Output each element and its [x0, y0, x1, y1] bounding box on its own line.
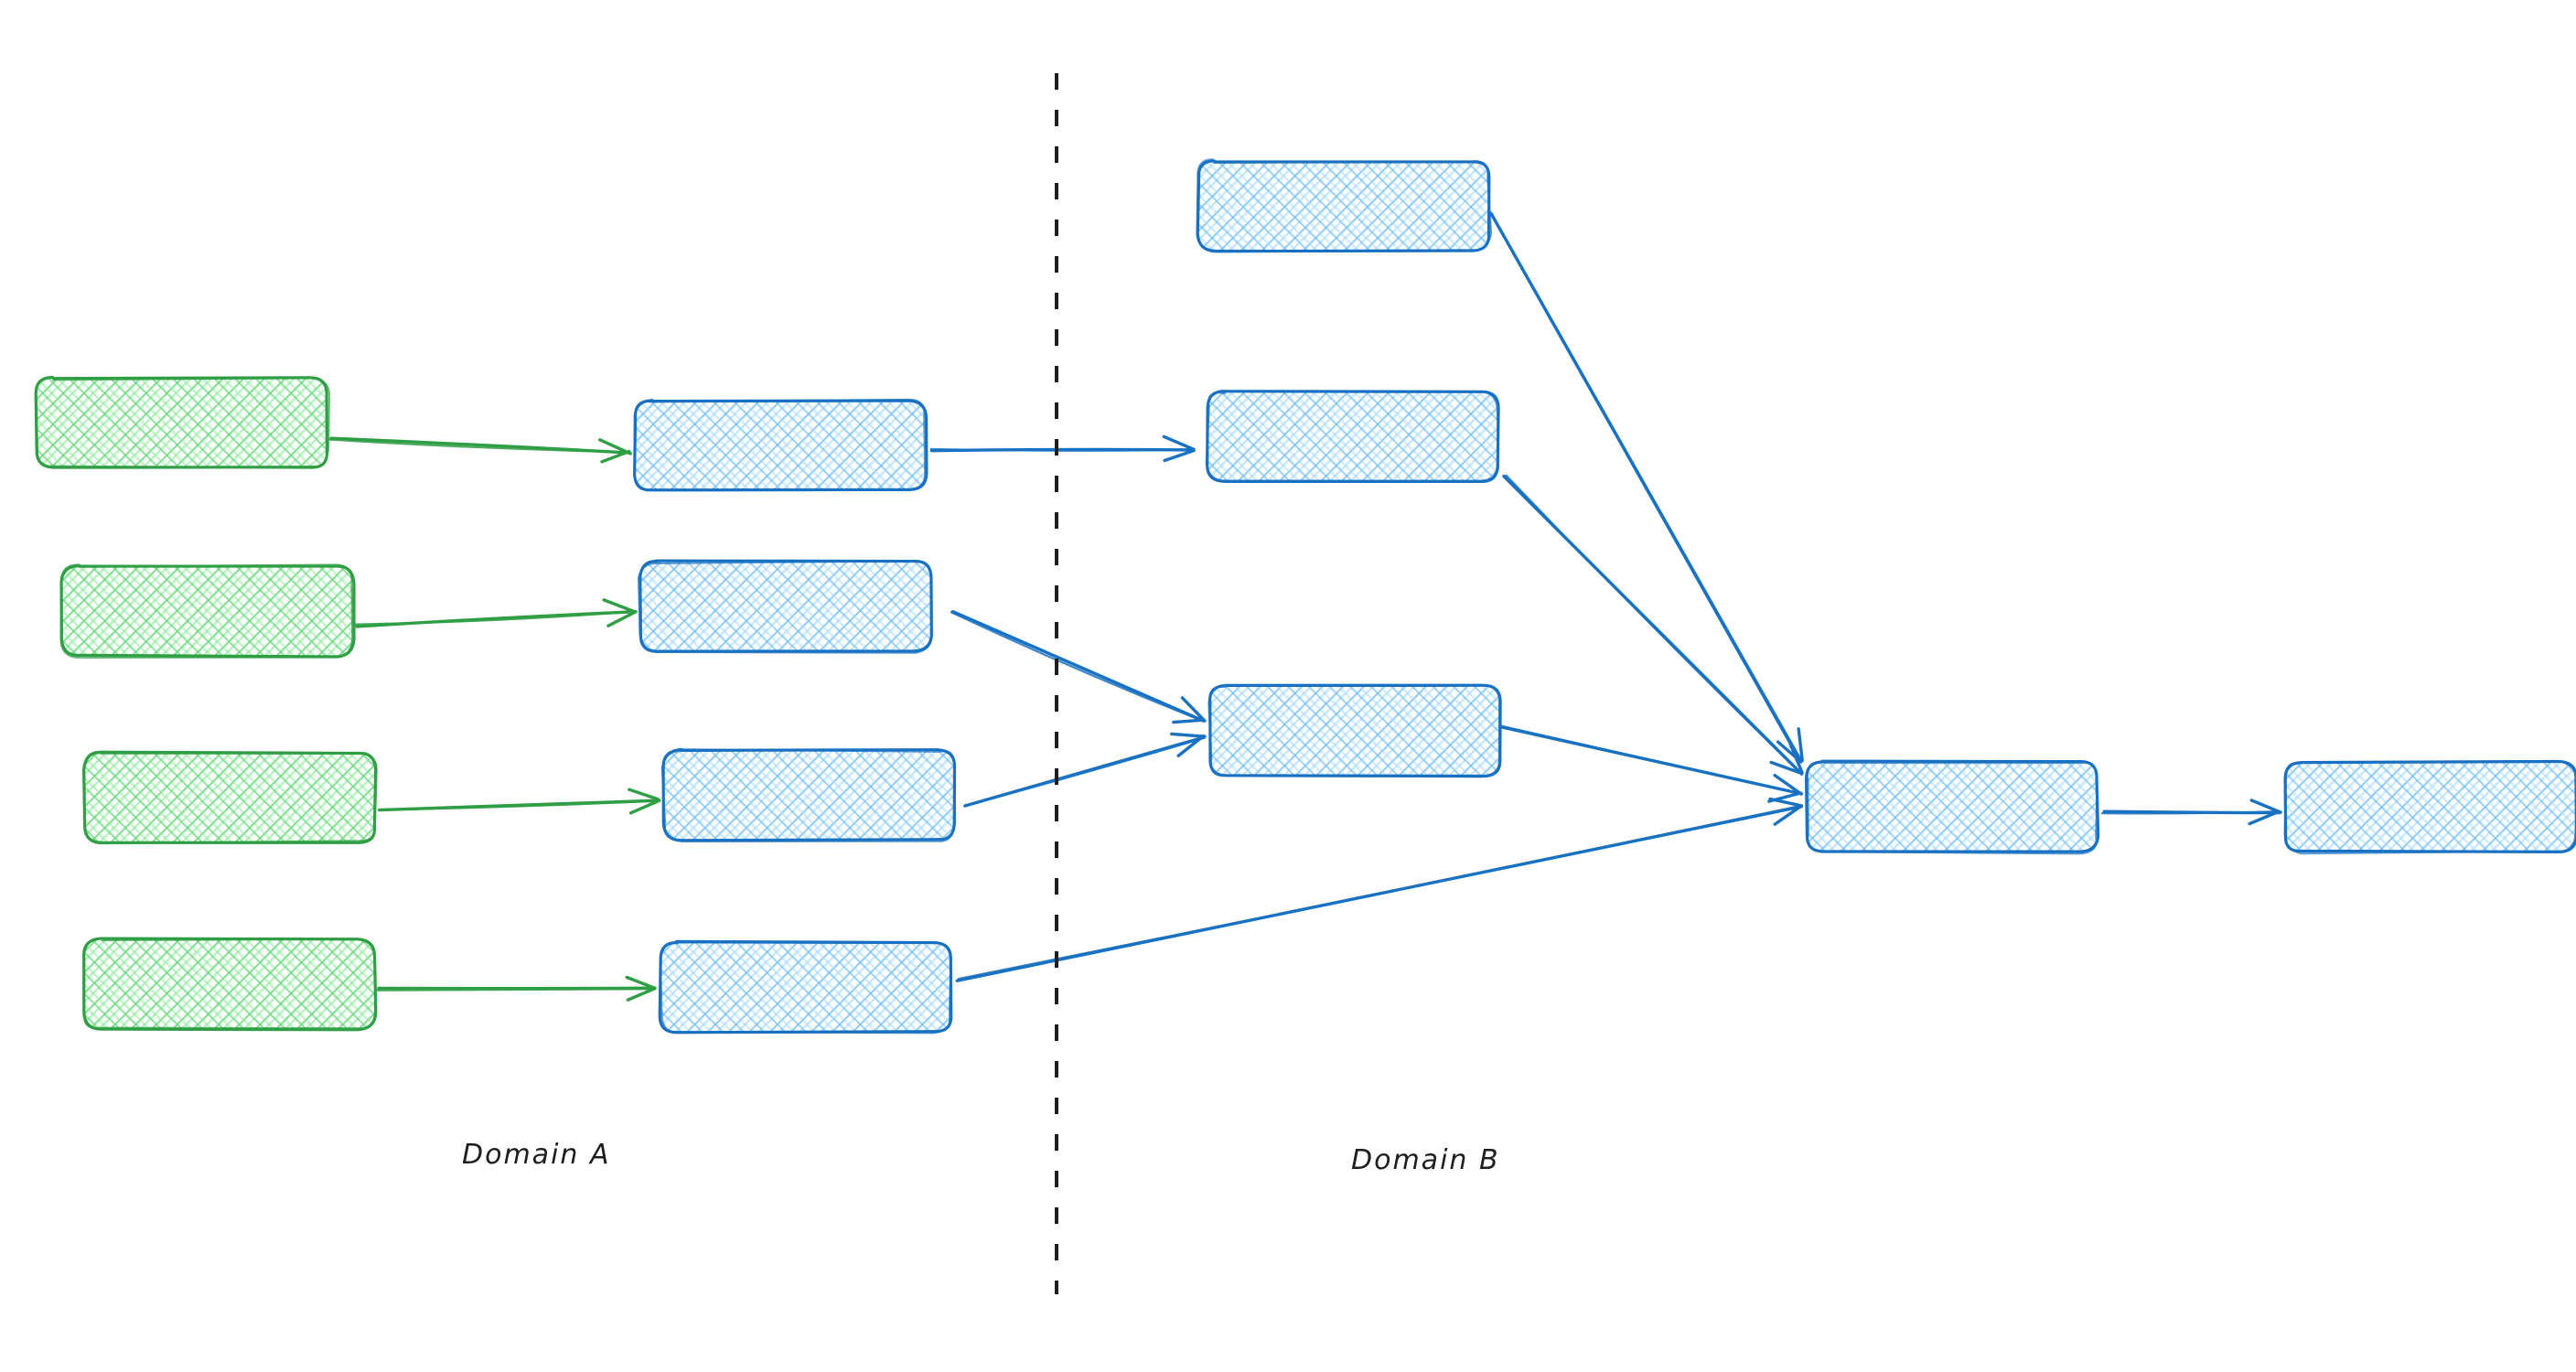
node-outline	[82, 938, 376, 1030]
edge-a1-to-b1	[327, 436, 632, 464]
arrow-head	[1769, 760, 1803, 776]
edge-line	[963, 736, 1206, 808]
node-c2[interactable]	[1205, 390, 1500, 484]
node-outline	[637, 560, 933, 654]
edge-line	[957, 804, 1803, 981]
node-fill-cross	[639, 561, 931, 651]
edge-d1-to-e1	[2100, 799, 2282, 826]
edge-line	[378, 799, 660, 811]
arrow-head	[1788, 742, 1804, 775]
edge-b2-to-c3	[950, 609, 1207, 724]
node-d1[interactable]	[1804, 759, 2100, 855]
edge-line	[950, 609, 1205, 723]
node-fill-cross	[2285, 761, 2576, 852]
arrow-head	[628, 788, 660, 801]
node-fill-cross	[83, 752, 376, 843]
node-e1[interactable]	[2283, 759, 2576, 855]
edge-c3-to-d1	[1495, 724, 1804, 803]
edge-b4-to-d1	[955, 797, 1804, 982]
arrow-head	[1162, 434, 1196, 452]
node-outline	[35, 376, 331, 469]
node-outline	[2283, 760, 2576, 855]
arrow-head	[625, 975, 656, 990]
edge-c1-to-d1	[1489, 211, 1804, 764]
node-outline	[81, 750, 378, 845]
edges-layer	[327, 211, 2282, 1002]
arrow-head	[1767, 791, 1803, 803]
edge-line	[1495, 724, 1802, 796]
node-a2[interactable]	[59, 563, 356, 659]
node-fill-cross	[660, 941, 952, 1033]
arrow-head	[1180, 696, 1207, 723]
edge-c2-to-d1	[1502, 474, 1804, 776]
edge-line	[327, 438, 630, 454]
node-c3[interactable]	[1208, 683, 1502, 778]
edge-a2-to-b2	[354, 598, 638, 628]
arrow-head	[602, 598, 636, 614]
arrow-head	[600, 449, 631, 464]
arrow-head	[606, 610, 638, 627]
arrow-head	[2249, 799, 2282, 814]
node-outline	[59, 563, 354, 659]
edge-a3-to-b3	[377, 788, 661, 815]
node-a1[interactable]	[34, 376, 331, 469]
edge-line	[929, 447, 1195, 452]
node-fill-cross	[1208, 391, 1499, 482]
node-outline	[659, 941, 952, 1034]
arrow-head	[1773, 773, 1803, 796]
edge-line	[354, 610, 637, 626]
arrow-head	[1172, 718, 1205, 724]
node-b1[interactable]	[633, 398, 928, 492]
node-fill-cross	[37, 377, 328, 468]
arrow-head	[2248, 809, 2281, 826]
node-fill-cross	[1208, 685, 1501, 776]
arrow-head	[1163, 448, 1196, 463]
node-fill-cross	[1197, 160, 1490, 252]
node-outline	[1196, 158, 1493, 252]
arrow-head	[1797, 727, 1804, 763]
nodes-layer	[34, 158, 2576, 1034]
arrow-head	[1170, 732, 1207, 738]
edge-b1-to-c2	[929, 434, 1196, 463]
node-outline	[633, 398, 927, 491]
arrow-head	[1176, 734, 1206, 757]
edge-a4-to-b4	[375, 975, 657, 1002]
edge-line	[1505, 474, 1802, 775]
node-fill-cross	[635, 400, 926, 491]
node-fill-cross	[1806, 761, 2098, 852]
edge-line	[950, 611, 1206, 723]
domain-b-label: Domain B	[1351, 1144, 1500, 1176]
arrow-head	[1773, 805, 1802, 826]
node-outline	[660, 748, 957, 842]
node-c1[interactable]	[1196, 158, 1493, 253]
node-a3[interactable]	[81, 750, 378, 845]
node-fill-cross	[61, 565, 353, 656]
edge-line	[1490, 212, 1803, 762]
edge-line	[2100, 810, 2281, 815]
edge-line	[375, 988, 657, 991]
node-b2[interactable]	[637, 559, 933, 654]
node-outline	[1208, 683, 1501, 778]
node-b4[interactable]	[658, 939, 953, 1034]
node-outline	[1205, 390, 1499, 482]
domain-a-label: Domain A	[462, 1139, 610, 1171]
node-outline	[1806, 761, 2098, 855]
node-fill-cross	[83, 938, 375, 1029]
arrow-head	[598, 438, 632, 456]
arrow-head	[628, 799, 661, 815]
node-b3[interactable]	[660, 747, 957, 842]
arrow-head	[626, 986, 657, 1002]
edge-b3-to-c3	[963, 732, 1207, 808]
node-a4[interactable]	[82, 937, 378, 1032]
node-fill-cross	[663, 749, 956, 841]
